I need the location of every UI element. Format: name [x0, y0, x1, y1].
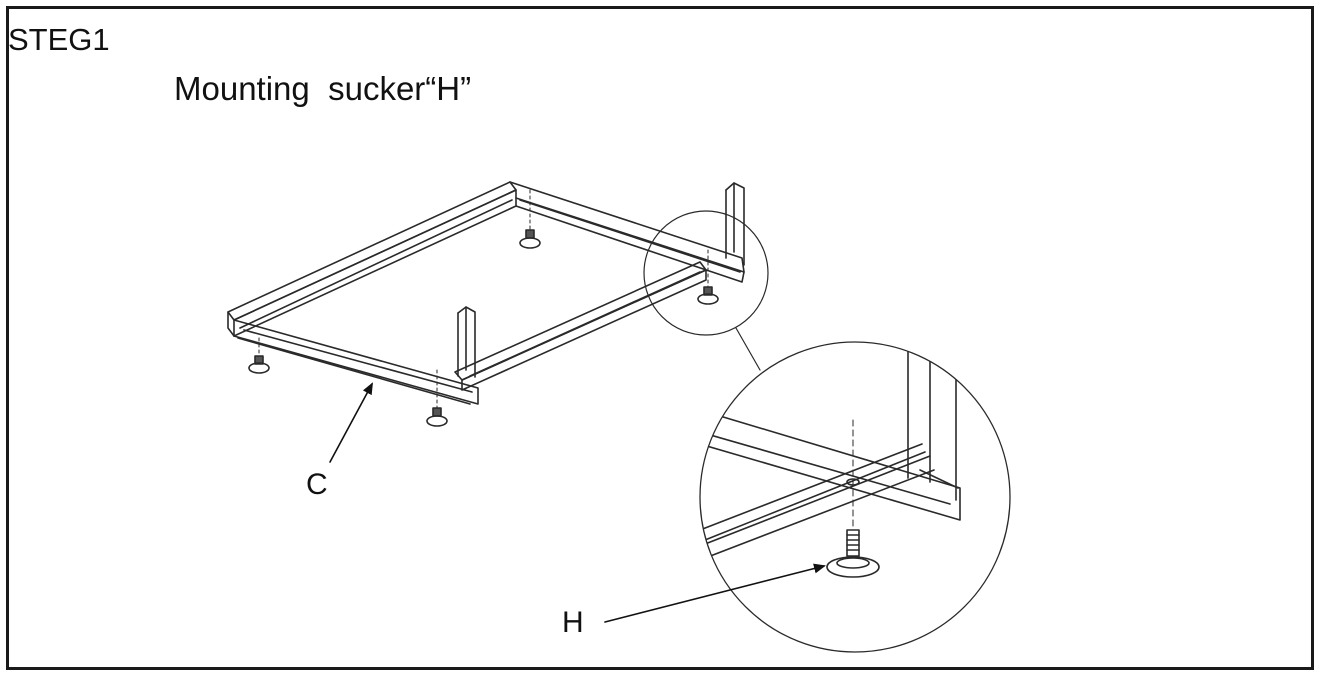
detail-connector: [735, 327, 761, 371]
sucker-leg-back-middle: [519, 189, 541, 249]
sucker-leg-front-left: [248, 337, 270, 374]
step-label: STEG1: [8, 22, 110, 57]
bathtub-frame: [227, 181, 745, 427]
step-title: Mounting sucker“H”: [174, 70, 472, 107]
sucker-leg-front-right: [426, 369, 448, 427]
sucker-h-detail: [826, 529, 880, 578]
callout-c: C: [306, 382, 373, 501]
callout-h-label: H: [562, 606, 584, 639]
callout-c-label: C: [306, 468, 328, 501]
detail-view: [699, 341, 1011, 653]
detail-source-circle: [643, 210, 769, 336]
callout-h: H: [562, 563, 826, 639]
sucker-leg-back-right: [697, 249, 719, 305]
diagram-frame: [6, 6, 1314, 670]
